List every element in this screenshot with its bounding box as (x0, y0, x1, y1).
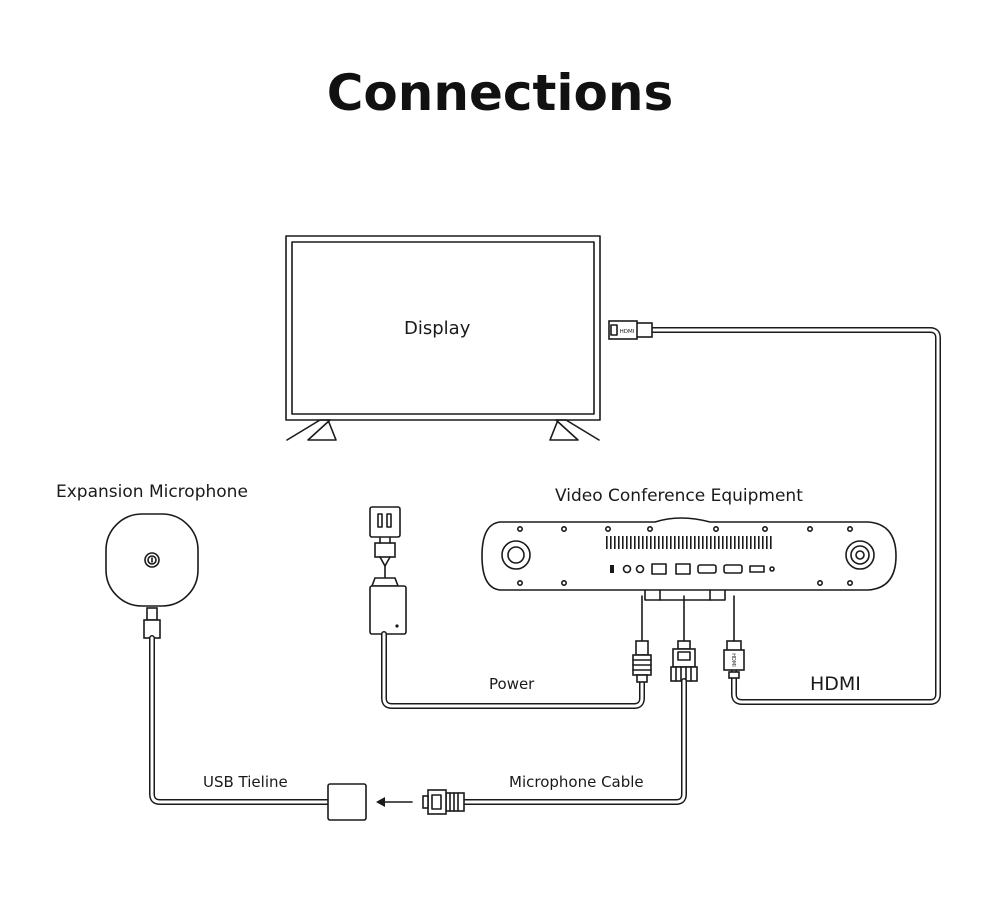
rj45-plug-icon (670, 640, 698, 682)
grille-slot (770, 536, 772, 549)
dc-plug-icon (632, 640, 652, 683)
grille-slot (650, 536, 652, 549)
title-area: Connections (0, 62, 1000, 124)
grille-slot (622, 536, 624, 549)
display-label: Display (404, 318, 471, 339)
video-bar-icon (481, 517, 897, 601)
page-title-text: Connections (326, 64, 674, 122)
grille-slot (690, 536, 692, 549)
usb-tieline-label: USB Tieline (203, 773, 288, 791)
power-label: Power (489, 675, 535, 693)
hdmi-plug-icon: HDMI (723, 640, 745, 679)
microphone-cable (376, 595, 698, 815)
grille-slot (734, 536, 736, 549)
grille-slot (662, 536, 664, 549)
grille-slot (706, 536, 708, 549)
grille-slot (654, 536, 656, 549)
grille-slot (686, 536, 688, 549)
grille-slot (618, 536, 620, 549)
tieline-box-icon (327, 783, 367, 821)
grille-slot (742, 536, 744, 549)
grille-slot (762, 536, 764, 549)
grille-slot (694, 536, 696, 549)
power-adapter-icon (369, 537, 407, 635)
hdmi-cable: HDMI HDMI (608, 320, 941, 705)
grille-slot (750, 536, 752, 549)
grille-slot (698, 536, 700, 549)
grille-slot (642, 536, 644, 549)
grille-slot (726, 536, 728, 549)
grille-slot (682, 536, 684, 549)
grille-slot (674, 536, 676, 549)
arrow-left-icon (376, 797, 413, 807)
power-cable (381, 595, 652, 709)
grille-slot (626, 536, 628, 549)
grille-slot (758, 536, 760, 549)
grille-slot (646, 536, 648, 549)
page-title: Connections (316, 62, 686, 124)
grille-slot (766, 536, 768, 549)
power-outlet-icon (369, 506, 401, 538)
grille-slot (738, 536, 740, 549)
grille-slot (630, 536, 632, 549)
grille-slot (678, 536, 680, 549)
port-row (610, 563, 775, 575)
rj45-plug-icon (422, 789, 465, 815)
grille-slot (714, 536, 716, 549)
hdmi-label: HDMI (810, 673, 861, 695)
usb-tieline-cable (143, 607, 367, 821)
speaker-grille (606, 536, 772, 549)
grille-slot (702, 536, 704, 549)
expansion-mic-label: Expansion Microphone (56, 482, 248, 502)
hdmi-plug-text: HDMI (620, 329, 635, 335)
grille-slot (658, 536, 660, 549)
grille-slot (638, 536, 640, 549)
microphone-icon (105, 513, 199, 607)
display-icon (285, 235, 601, 441)
grille-slot (730, 536, 732, 549)
grille-slot (670, 536, 672, 549)
grille-slot (754, 536, 756, 549)
grille-slot (718, 536, 720, 549)
grille-slot (710, 536, 712, 549)
grille-slot (606, 536, 608, 549)
mic-cable-label: Microphone Cable (509, 773, 644, 791)
hdmi-plug-text-vertical: HDMI (730, 653, 736, 666)
video-equipment-label: Video Conference Equipment (555, 486, 803, 506)
grille-slot (666, 536, 668, 549)
grille-slot (634, 536, 636, 549)
usb-plug-icon (143, 607, 161, 639)
grille-slot (722, 536, 724, 549)
grille-slot (610, 536, 612, 549)
grille-slot (614, 536, 616, 549)
hdmi-plug-icon: HDMI (608, 320, 653, 340)
grille-slot (746, 536, 748, 549)
